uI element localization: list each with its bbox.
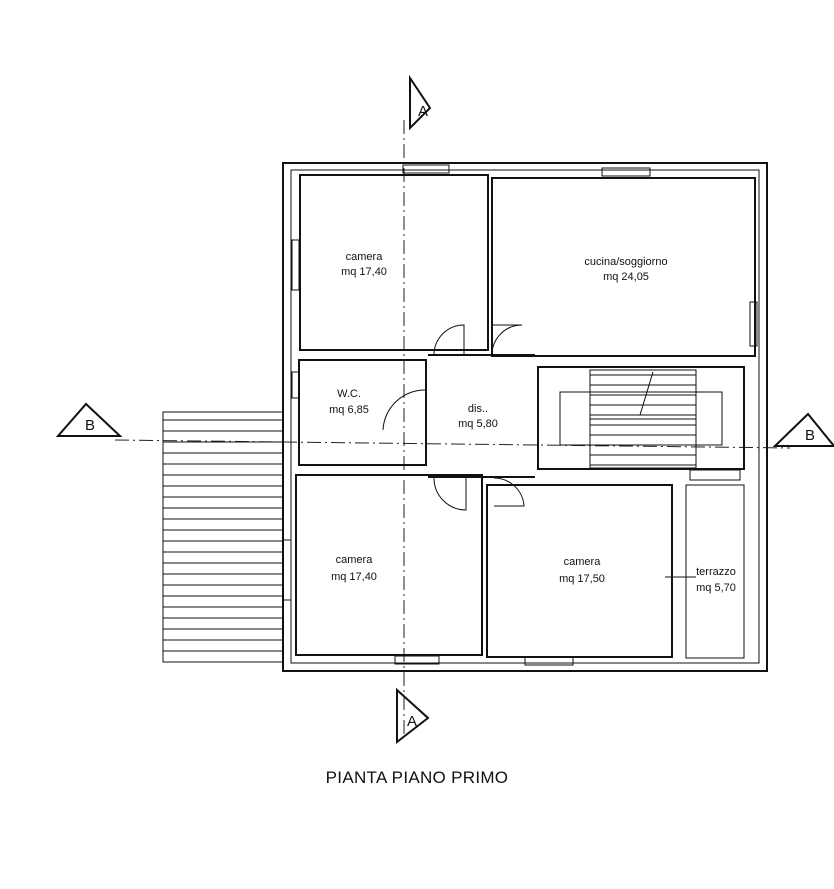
svg-text:B: B: [85, 417, 95, 434]
svg-text:terrazzo: terrazzo: [696, 566, 736, 578]
svg-text:camera: camera: [346, 251, 384, 263]
section-marker-b-left: B: [55, 402, 123, 437]
drawing-title: PIANTA PIANO PRIMO: [325, 768, 509, 787]
svg-text:mq 24,05: mq 24,05: [603, 271, 649, 283]
svg-text:mq 6,85: mq 6,85: [329, 404, 369, 416]
svg-text:dis..: dis..: [468, 403, 488, 415]
section-marker-b-right: B: [772, 412, 834, 447]
internal-stair: [559, 369, 723, 469]
interior-walls: [295, 174, 756, 659]
outer-walls: [282, 162, 768, 672]
svg-text:camera: camera: [564, 556, 602, 568]
room-label-camera-nw: camera mq 17,40: [341, 251, 387, 278]
section-axis-b: [114, 439, 791, 449]
section-marker-a-top: A: [409, 74, 432, 131]
svg-text:mq 5,80: mq 5,80: [458, 418, 498, 430]
svg-text:mq 5,70: mq 5,70: [696, 582, 736, 594]
svg-text:camera: camera: [336, 554, 374, 566]
svg-text:A: A: [407, 713, 417, 730]
room-label-cucina: cucina/soggiorno mq 24,05: [584, 256, 667, 283]
svg-text:A: A: [418, 103, 428, 120]
room-label-camera-sw: camera mq 17,40: [331, 554, 377, 583]
corridor-doors: [382, 324, 696, 578]
windows: [282, 164, 758, 666]
room-label-wc: W.C. mq 6,85: [329, 388, 369, 416]
section-marker-a-bottom: A: [396, 687, 430, 745]
external-stair: [162, 411, 284, 663]
svg-text:cucina/soggiorno: cucina/soggiorno: [584, 256, 667, 268]
svg-text:B: B: [805, 427, 815, 444]
room-label-dis: dis.. mq 5,80: [458, 403, 498, 430]
svg-text:mq 17,40: mq 17,40: [331, 571, 377, 583]
svg-text:W.C.: W.C.: [337, 388, 361, 400]
room-label-terrazzo: terrazzo mq 5,70: [696, 566, 736, 594]
svg-text:mq 17,50: mq 17,50: [559, 573, 605, 585]
room-label-camera-se: camera mq 17,50: [559, 556, 605, 585]
svg-text:mq 17,40: mq 17,40: [341, 266, 387, 278]
